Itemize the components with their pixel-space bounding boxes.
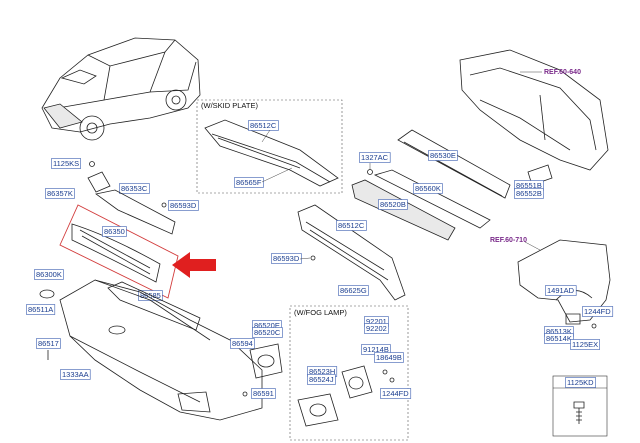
label-86513K: 86513K bbox=[546, 327, 572, 336]
label-box bbox=[36, 338, 61, 349]
lower-beam-part bbox=[373, 169, 491, 229]
label-box bbox=[570, 339, 600, 350]
label-1125KD: 1125KD bbox=[567, 378, 594, 387]
label-1244FD-fog: 1244FD bbox=[382, 389, 409, 398]
label-86560K: 86560K bbox=[415, 184, 441, 193]
bumper-beam-part bbox=[397, 129, 511, 199]
label-box bbox=[338, 285, 369, 296]
label-1491AD: 1491AD bbox=[547, 286, 575, 295]
label-92202: 92202 bbox=[366, 324, 387, 333]
skid-plate-frame bbox=[196, 99, 343, 194]
label-86593D-upper: 86593D bbox=[170, 201, 197, 210]
label-box bbox=[102, 226, 127, 237]
label-86512C-skid: 86512C bbox=[250, 121, 277, 130]
label-86593D-lower: 86593D bbox=[273, 254, 300, 263]
label-box bbox=[565, 377, 596, 388]
label-box bbox=[230, 338, 255, 349]
label-box bbox=[514, 188, 544, 199]
fog-lamp-caption: (W/FOG LAMP) bbox=[294, 308, 347, 317]
label-86625G: 86625G bbox=[340, 286, 367, 295]
label-86357K: 86357K bbox=[47, 189, 73, 198]
label-box bbox=[34, 269, 64, 280]
label-box bbox=[378, 199, 408, 210]
absorber-part bbox=[351, 179, 456, 241]
label-86520E: 86520E bbox=[254, 321, 280, 330]
label-86520B: 86520B bbox=[380, 200, 406, 209]
label-86512C-lower: 86512C bbox=[338, 221, 365, 230]
ref-60-710: REF.60-710 bbox=[490, 237, 527, 244]
upper-garnish-part bbox=[95, 189, 176, 235]
label-box bbox=[119, 183, 150, 194]
label-86523H: 86523H bbox=[309, 367, 335, 376]
label-86551B: 86551B bbox=[516, 181, 542, 190]
label-86594: 86594 bbox=[232, 339, 253, 348]
label-box bbox=[51, 158, 81, 169]
label-box bbox=[26, 304, 56, 315]
label-box bbox=[251, 388, 276, 399]
bolt-icon bbox=[573, 401, 585, 424]
label-86350: 86350 bbox=[104, 227, 125, 236]
bumper-bracket-part bbox=[107, 281, 201, 331]
label-86514K: 86514K bbox=[546, 334, 572, 343]
pointer-arrow-icon bbox=[172, 252, 216, 278]
front-bumper-part bbox=[59, 279, 263, 421]
label-86552B: 86552B bbox=[516, 189, 542, 198]
label-92201: 92201 bbox=[366, 317, 387, 326]
label-1333AA: 1333AA bbox=[62, 370, 89, 379]
grille-emblem-part bbox=[87, 171, 111, 193]
fog-cover-part bbox=[249, 343, 283, 379]
fog-lamp-frame bbox=[289, 305, 409, 441]
label-box bbox=[380, 388, 412, 399]
skid-plate-part bbox=[204, 119, 339, 187]
label-box bbox=[168, 200, 199, 211]
label-1327AC: 1327AC bbox=[361, 153, 389, 162]
label-box bbox=[248, 120, 279, 131]
label-91214B: 91214B bbox=[363, 345, 389, 354]
fog-lamp-part bbox=[341, 365, 373, 399]
lower-grille-part bbox=[297, 204, 406, 301]
label-1244FD-right: 1244FD bbox=[584, 307, 611, 316]
label-86520C: 86520C bbox=[254, 328, 281, 337]
label-box bbox=[45, 188, 75, 199]
label-box bbox=[307, 374, 336, 385]
label-86591: 86591 bbox=[253, 389, 274, 398]
car-illustration bbox=[41, 37, 201, 141]
label-box bbox=[545, 285, 577, 296]
label-18649B: 18649B bbox=[376, 353, 402, 362]
radiator-support-part bbox=[459, 49, 609, 171]
label-1125EX: 1125EX bbox=[572, 340, 598, 349]
label-box bbox=[544, 333, 574, 344]
label-box bbox=[336, 220, 367, 231]
label-86524J: 86524J bbox=[309, 375, 334, 384]
label-box bbox=[271, 253, 302, 264]
label-box bbox=[234, 177, 264, 188]
label-box bbox=[364, 323, 389, 334]
label-box bbox=[582, 306, 614, 317]
label-86300K: 86300K bbox=[36, 270, 62, 279]
label-box bbox=[252, 327, 283, 338]
label-1125KS: 1125KS bbox=[53, 159, 79, 168]
label-box bbox=[359, 152, 391, 163]
radiator-grille-highlight bbox=[59, 204, 179, 299]
label-box bbox=[428, 150, 458, 161]
label-box bbox=[413, 183, 443, 194]
label-86511A: 86511A bbox=[28, 305, 53, 314]
clip-part bbox=[565, 313, 581, 325]
label-86565F: 86565F bbox=[236, 178, 262, 187]
emblem-icon bbox=[39, 289, 55, 299]
label-box bbox=[374, 352, 404, 363]
skid-plate-caption: (W/SKID PLATE) bbox=[201, 101, 258, 110]
label-86353C: 86353C bbox=[121, 184, 148, 193]
label-86530E: 86530E bbox=[430, 151, 456, 160]
label-86517: 86517 bbox=[38, 339, 59, 348]
label-box bbox=[60, 369, 91, 380]
fog-cover-lower-part bbox=[297, 393, 339, 427]
ref-60-640: REF.60-640 bbox=[544, 69, 581, 76]
